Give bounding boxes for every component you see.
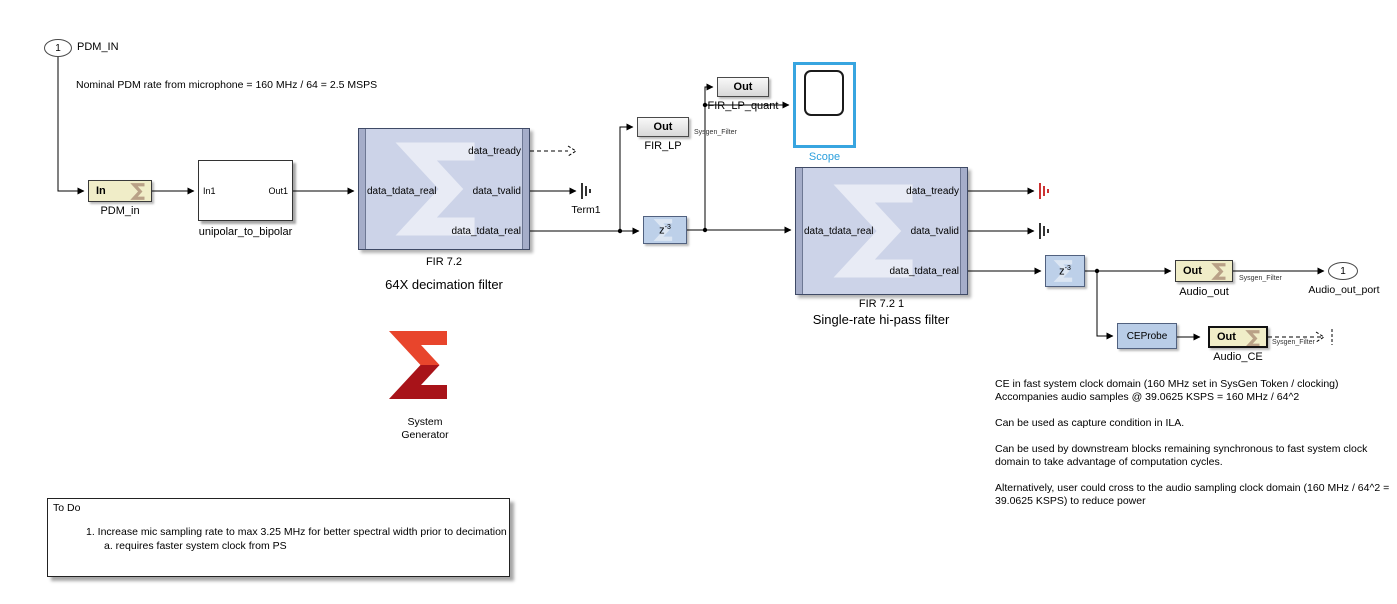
delay2-exp: -3 bbox=[1064, 264, 1071, 272]
ce-note-line: 39.0625 KSPS) to reduce power bbox=[995, 495, 1146, 507]
fir2-port-in: data_tdata_real bbox=[804, 226, 874, 237]
todo-item-1a: a. requires faster system clock from PS bbox=[104, 540, 287, 552]
xilinx-logo-icon bbox=[653, 219, 673, 241]
audio-ce-signal-tag: Sysgen_Filter bbox=[1272, 339, 1315, 346]
fir-lp-out-text: Out bbox=[653, 121, 673, 133]
gateway-out-text: Out bbox=[1183, 265, 1202, 277]
fir1-port-tready: data_tready bbox=[468, 146, 521, 157]
fir-lp-quant-out-block[interactable]: Out bbox=[717, 77, 769, 97]
fir2-port-tready: data_tready bbox=[906, 186, 959, 197]
ce-note-line bbox=[995, 430, 1395, 443]
ce-notes-annotation[interactable]: CE in fast system clock domain (160 MHz … bbox=[995, 378, 1395, 508]
ceprobe-block[interactable]: CEProbe bbox=[1117, 323, 1177, 349]
fir-lp-quant-out-text: Out bbox=[733, 81, 753, 93]
fir1-port-in: data_tdata_real bbox=[367, 186, 437, 197]
system-generator-logo-icon bbox=[388, 331, 447, 399]
ce-note-line: Accompanies audio samples @ 39.0625 KSPS… bbox=[995, 391, 1300, 403]
audio-ce-label: Audio_CE bbox=[1213, 351, 1263, 363]
delay1-block[interactable]: z-3 bbox=[643, 216, 687, 244]
fir1-label: FIR 7.2 bbox=[425, 256, 463, 268]
fir2-port-tdata: data_tdata_real bbox=[889, 266, 959, 277]
delay2-block[interactable]: z-3 bbox=[1045, 255, 1085, 287]
ce-note-line: CE in fast system clock domain (160 MHz … bbox=[995, 378, 1339, 390]
ce-note-line: Alternatively, user could cross to the a… bbox=[995, 482, 1390, 494]
todo-title: To Do bbox=[53, 502, 81, 514]
inport-1[interactable]: 1 bbox=[44, 39, 72, 57]
unipolar-to-bipolar-label: unipolar_to_bipolar bbox=[198, 226, 293, 238]
fir2-port-tvalid: data_tvalid bbox=[910, 226, 959, 237]
gateway-ce-text: Out bbox=[1217, 331, 1236, 343]
xilinx-logo-icon bbox=[1053, 260, 1073, 282]
delay1-exp: -3 bbox=[664, 223, 671, 231]
delay1-text: z bbox=[659, 224, 665, 237]
fir2-caption: Single-rate hi-pass filter bbox=[812, 312, 950, 327]
term1-label: Term1 bbox=[571, 204, 601, 216]
pdm-rate-annotation[interactable]: Nominal PDM rate from microphone = 160 M… bbox=[76, 79, 378, 91]
gateway-out-audio-block[interactable]: Out bbox=[1175, 260, 1233, 282]
scope-block[interactable] bbox=[793, 62, 856, 148]
subsystem-inport-label: In1 bbox=[203, 186, 216, 196]
system-generator-block[interactable]: System Generator bbox=[385, 328, 465, 441]
fir-lp-label: FIR_LP bbox=[644, 140, 682, 152]
fir-decimation-block[interactable]: data_tdata_real data_tready data_tvalid … bbox=[358, 128, 530, 250]
scope-label: Scope bbox=[808, 151, 841, 163]
fir-hipass-block[interactable]: data_tdata_real data_tready data_tvalid … bbox=[795, 167, 968, 295]
sysgen-label-line1: System bbox=[407, 416, 443, 428]
outport-1[interactable]: 1 bbox=[1328, 262, 1358, 280]
ce-note-line: Can be used as capture condition in ILA. bbox=[995, 417, 1185, 429]
ceprobe-text: CEProbe bbox=[1126, 330, 1168, 342]
unipolar-to-bipolar-block[interactable]: In1 Out1 bbox=[198, 160, 293, 221]
sysgen-label-line2: Generator bbox=[401, 429, 449, 441]
terminator-black-icon[interactable] bbox=[1039, 223, 1049, 239]
audio-out-label: Audio_out bbox=[1179, 286, 1229, 298]
fir1-caption: 64X decimation filter bbox=[385, 277, 503, 292]
outport-number: 1 bbox=[1340, 265, 1346, 277]
outport-label: Audio_out_port bbox=[1308, 284, 1380, 296]
gateway-in-pdm-block[interactable]: In bbox=[88, 180, 152, 202]
inport-number: 1 bbox=[55, 42, 61, 54]
fir2-label: FIR 7.2 1 bbox=[858, 298, 905, 310]
delay2-text: z bbox=[1059, 265, 1065, 278]
scope-screen-icon bbox=[804, 70, 844, 116]
xilinx-logo-icon bbox=[130, 183, 145, 200]
ce-note-line: Can be used by downstream blocks remaini… bbox=[995, 443, 1368, 455]
fir1-port-tvalid: data_tvalid bbox=[472, 186, 521, 197]
fir-lp-signal-tag: Sysgen_Filter bbox=[694, 129, 737, 136]
terminator-red-icon[interactable] bbox=[1039, 183, 1049, 199]
xilinx-logo-icon bbox=[1211, 263, 1226, 280]
ce-note-line: domain to take advantage of computation … bbox=[995, 456, 1223, 468]
ce-note-line bbox=[995, 404, 1395, 417]
gateway-in-label: PDM_in bbox=[100, 205, 140, 217]
fir1-port-tdata: data_tdata_real bbox=[451, 226, 521, 237]
gateway-in-text: In bbox=[96, 185, 106, 197]
fir-lp-out-block[interactable]: Out bbox=[637, 117, 689, 137]
signal-wires[interactable] bbox=[57, 57, 1333, 345]
terminator-icon[interactable] bbox=[581, 183, 591, 199]
todo-item-1: 1. Increase mic sampling rate to max 3.2… bbox=[86, 526, 507, 538]
xilinx-logo-icon bbox=[833, 184, 913, 278]
todo-annotation[interactable]: To Do 1. Increase mic sampling rate to m… bbox=[47, 498, 510, 577]
ce-note-line bbox=[995, 469, 1395, 482]
fir-lp-quant-label: FIR_LP_quant bbox=[707, 100, 779, 112]
xilinx-logo-icon bbox=[395, 142, 475, 236]
inport-label: PDM_IN bbox=[77, 41, 119, 53]
gateway-out-audio-ce-block[interactable]: Out bbox=[1208, 326, 1268, 348]
xilinx-logo-icon bbox=[1245, 330, 1260, 346]
subsystem-outport-label: Out1 bbox=[268, 186, 288, 196]
audio-out-signal-tag: Sysgen_Filter bbox=[1239, 275, 1282, 282]
